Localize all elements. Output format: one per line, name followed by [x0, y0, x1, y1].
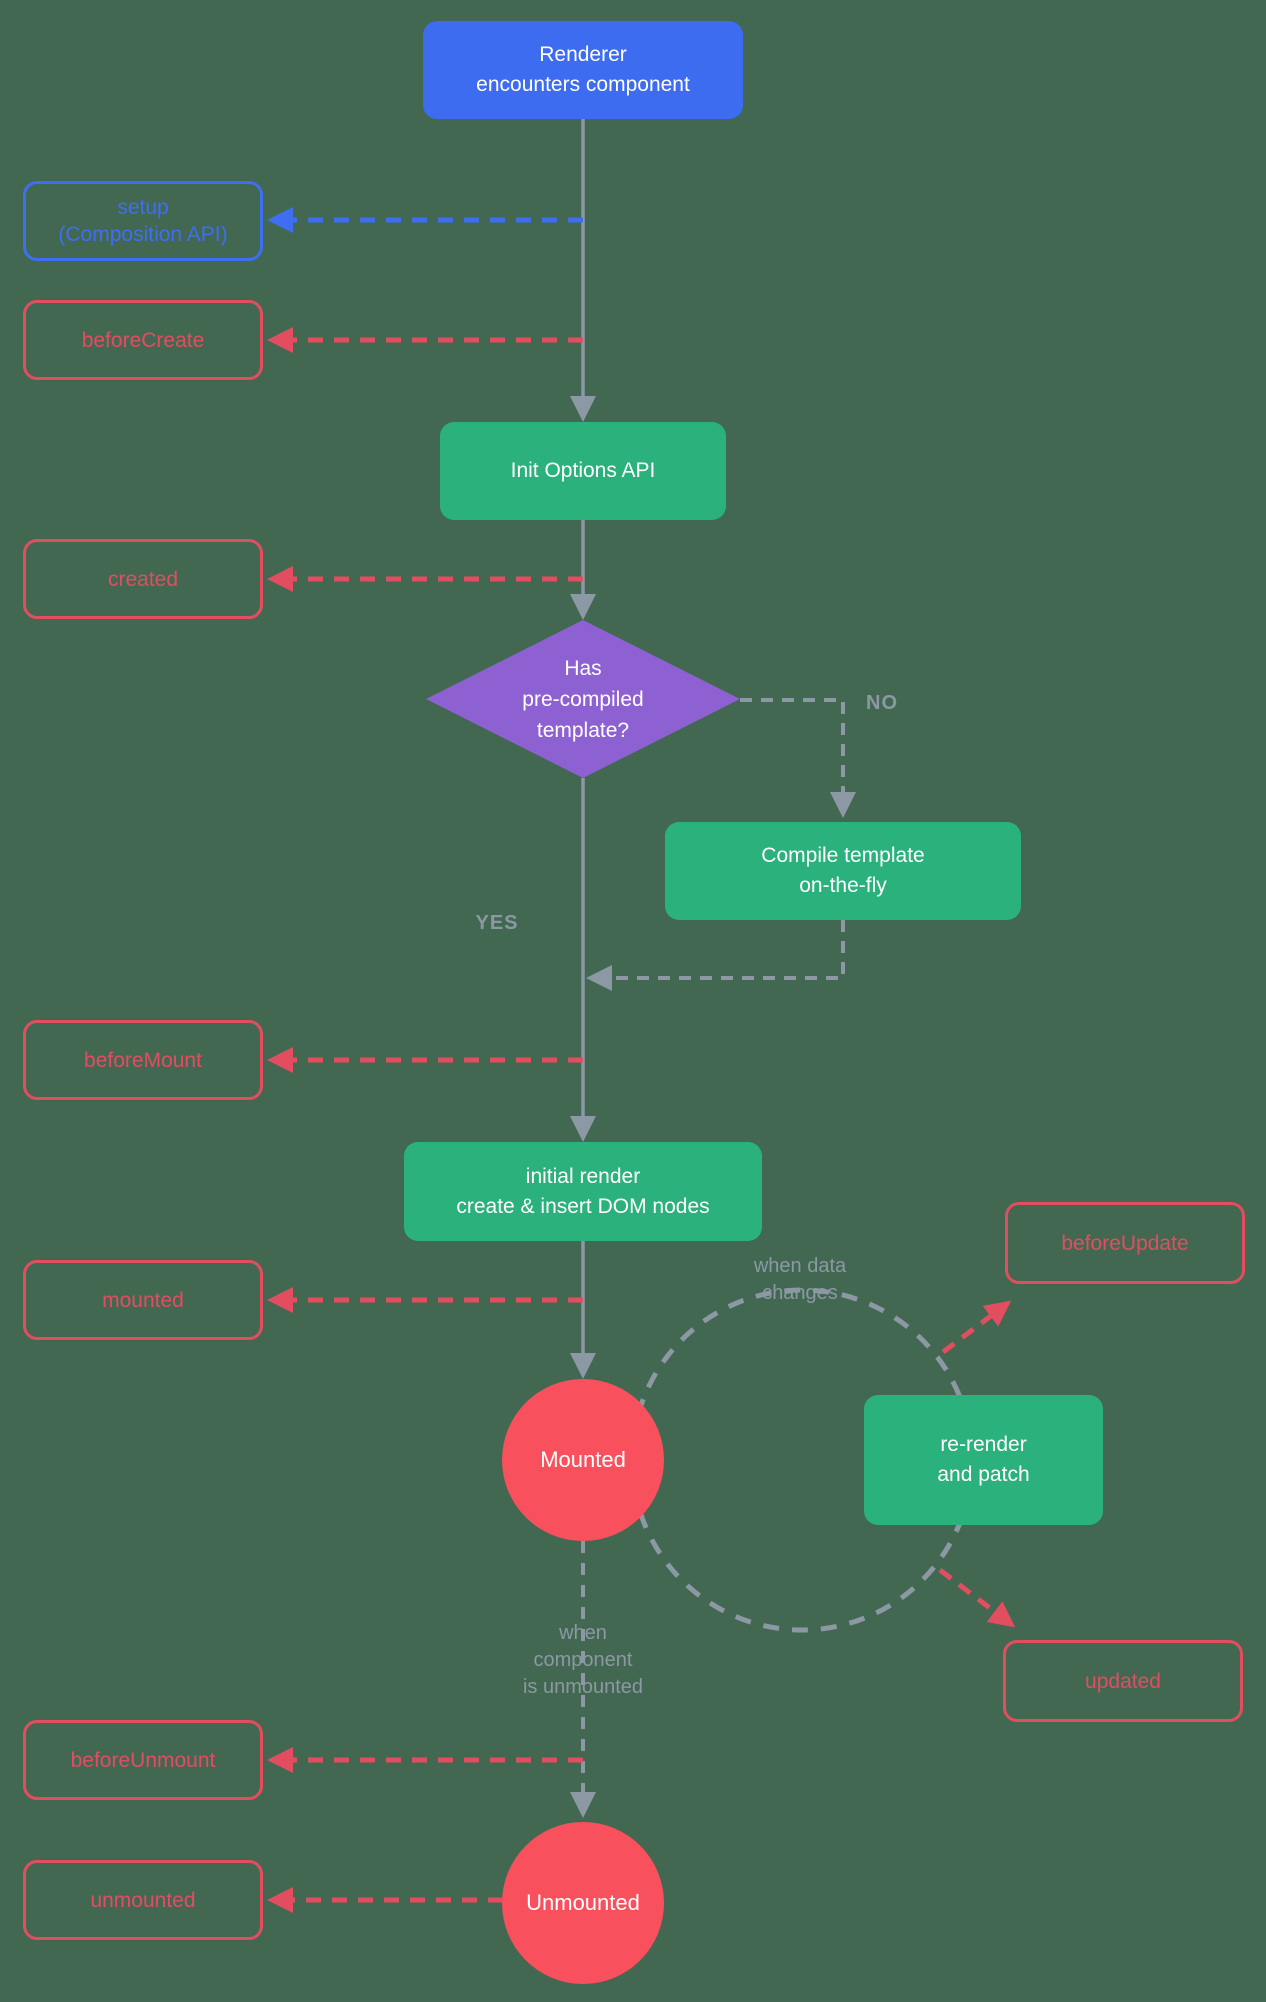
edge-label-line: when data	[753, 1255, 847, 1277]
node-renderer-encounters-component: Renderer encounters component	[423, 21, 743, 119]
node-line: Renderer	[539, 43, 627, 66]
edge-label-line: when	[559, 1622, 607, 1644]
hook-label: beforeCreate	[81, 328, 205, 352]
edge-label-when-component-unmounted: when component is unmounted	[483, 1620, 683, 1701]
hook-updated: updated	[1003, 1640, 1243, 1722]
compile-return	[586, 920, 845, 991]
hook-label: beforeUnmount	[70, 1748, 216, 1772]
node-line: create & insert DOM nodes	[456, 1194, 710, 1218]
node-line: pre-compiled	[522, 687, 644, 711]
node-line: initial render	[525, 1164, 641, 1188]
edge-label-line: is unmounted	[522, 1676, 644, 1698]
node-compile-template: Compile template on-the-fly	[665, 822, 1021, 920]
node-initial-render: initial render create & insert DOM nodes	[404, 1142, 762, 1241]
loop-to-before-update	[941, 1300, 1012, 1354]
hook-unmounted: unmounted	[23, 1860, 263, 1940]
node-line: template?	[536, 718, 630, 742]
node-init-options-api: Init Options API	[440, 422, 726, 520]
hook-label: updated	[1085, 1669, 1161, 1693]
edge-label-line: changes	[762, 1282, 838, 1304]
hook-label: mounted	[102, 1288, 184, 1312]
hook-setup: setup (Composition API)	[23, 181, 263, 261]
state-label: Unmounted	[526, 1890, 640, 1915]
hook-created: created	[23, 539, 263, 619]
hook-label: (Composition API)	[58, 223, 228, 246]
node-line: on-the-fly	[799, 874, 887, 897]
hook-mounted: mounted	[23, 1260, 263, 1340]
node-line: and patch	[937, 1463, 1030, 1486]
edge-label-yes: YES	[475, 912, 519, 934]
hook-label: beforeMount	[84, 1048, 202, 1072]
edge-label-when-data-changes: when data changes	[700, 1253, 900, 1307]
state-label: Mounted	[540, 1447, 626, 1472]
node-re-render-and-patch: re-render and patch	[864, 1395, 1103, 1525]
hook-before-create: beforeCreate	[23, 300, 263, 380]
node-line: Compile template	[761, 844, 925, 867]
node-line: encounters component	[476, 73, 690, 96]
hook-label: setup	[117, 196, 169, 219]
hook-label: unmounted	[90, 1888, 196, 1912]
hook-label: beforeUpdate	[1061, 1231, 1189, 1255]
edge-label-line: component	[533, 1649, 633, 1671]
node-line: Has	[564, 656, 602, 680]
node-line: re-render	[940, 1433, 1027, 1456]
node-line: Init Options API	[510, 459, 656, 482]
edge-label-no: NO	[866, 692, 898, 714]
state-unmounted: Unmounted	[502, 1822, 664, 1984]
state-mounted: Mounted	[502, 1379, 664, 1541]
hook-label: created	[107, 567, 179, 591]
loop-to-updated	[938, 1568, 1016, 1628]
hook-before-unmount: beforeUnmount	[23, 1720, 263, 1800]
hook-before-mount: beforeMount	[23, 1020, 263, 1100]
hook-before-update: beforeUpdate	[1005, 1202, 1245, 1284]
no-branch	[740, 698, 856, 818]
